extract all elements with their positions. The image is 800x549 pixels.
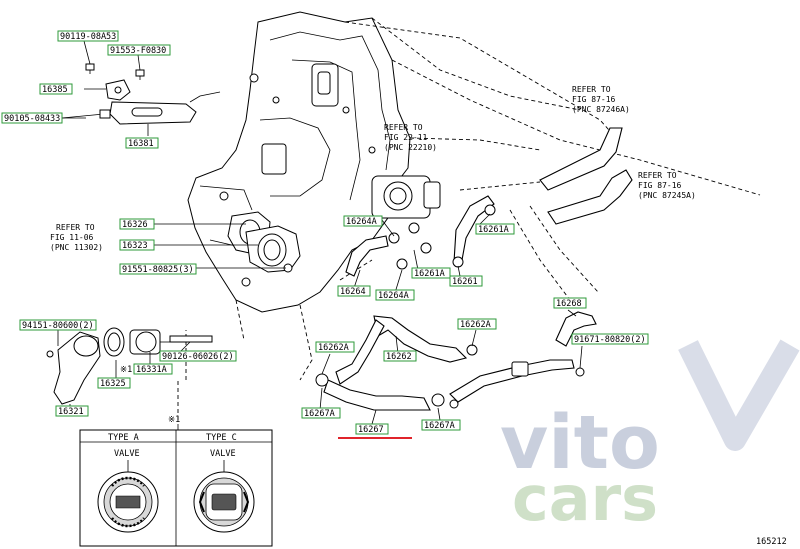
label-16262a-left[interactable]: 16262A [318, 343, 349, 353]
label-16381[interactable]: 16381 [128, 139, 154, 149]
throttle-body [371, 175, 441, 254]
refer-fig-22-11-line3: (PNC 22210) [384, 143, 437, 152]
refer-fig-87-16a-line1: REFER TO [572, 85, 611, 94]
thermostat-housing [227, 211, 301, 273]
note-star1-table: ※1 [168, 415, 180, 425]
refer-fig-11-06-line1: REFER TO [56, 223, 95, 232]
label-16261a-mid[interactable]: 16261A [414, 269, 445, 279]
label-16326[interactable]: 16326 [122, 220, 148, 230]
label-90105-08433[interactable]: 90105-08433 [4, 114, 60, 124]
label-16267[interactable]: 16267 [358, 425, 384, 435]
label-94151-80600[interactable]: 94151-80600(2) [22, 321, 94, 331]
part-labels: 90119-08A53 91553-F0830 16385 90105-0843… [1, 30, 649, 439]
label-91671-80820[interactable]: 91671-80820(2) [574, 335, 646, 345]
type-a-heading: TYPE A [108, 433, 139, 443]
valve-type-a [97, 471, 159, 533]
label-16264a-bottom[interactable]: 16264A [378, 291, 409, 301]
reference-notes: REFER TO FIG 11-06 (PNC 11302) REFER TO … [50, 85, 696, 252]
watermark-cars: cars [512, 462, 658, 535]
watermark: vito cars [500, 339, 800, 535]
valve-type-c [193, 471, 255, 533]
label-91553-f0830[interactable]: 91553-F0830 [110, 46, 166, 56]
type-table: ※1 TYPE A TYPE C VALVE VALVE [79, 415, 273, 547]
leader-lines [57, 40, 583, 425]
valve-c-label: VALVE [210, 449, 236, 459]
note-star1: ※1 [120, 365, 132, 375]
label-91551-80825[interactable]: 91551-80825(3) [122, 265, 194, 275]
label-16262a-right[interactable]: 16262A [460, 320, 491, 330]
reference-lines [177, 17, 761, 420]
figure-number: 165212 [756, 537, 787, 547]
valve-a-label: VALVE [114, 449, 140, 459]
label-16323[interactable]: 16323 [122, 241, 148, 251]
label-16267a-left[interactable]: 16267A [304, 409, 335, 419]
refer-fig-87-16b-line2: FIG 87-16 [638, 181, 682, 190]
label-16385[interactable]: 16385 [42, 85, 68, 95]
refer-fig-87-16b-line1: REFER TO [638, 171, 677, 180]
label-16264[interactable]: 16264 [340, 287, 366, 297]
label-90119-08a53[interactable]: 90119-08A53 [60, 32, 116, 42]
refer-fig-87-16b-line3: (PNC 87245A) [638, 191, 696, 200]
label-16261a-right[interactable]: 16261A [478, 225, 509, 235]
refer-fig-22-11-line2: FIG 22-11 [384, 133, 428, 142]
label-16261[interactable]: 16261 [452, 277, 478, 287]
label-90126-06026[interactable]: 90126-06026(2) [162, 352, 234, 362]
refer-fig-87-16a-line2: FIG 87-16 [572, 95, 616, 104]
label-16321[interactable]: 16321 [58, 407, 84, 417]
water-inlet [46, 327, 213, 405]
hoses [315, 127, 633, 411]
refer-fig-87-16a-line3: (PNC 87246A) [572, 105, 630, 114]
engine-block [187, 11, 411, 313]
refer-fig-22-11-line1: REFER TO [384, 123, 423, 132]
label-16267a-right[interactable]: 16267A [424, 421, 455, 431]
bracket [61, 63, 221, 125]
label-16331a[interactable]: 16331A [136, 365, 167, 375]
refer-fig-11-06-line3: (PNC 11302) [50, 243, 103, 252]
watermark-vito: vito [500, 400, 660, 486]
label-16325[interactable]: 16325 [100, 379, 126, 389]
label-16262[interactable]: 16262 [386, 352, 412, 362]
label-16264a-top[interactable]: 16264A [346, 217, 377, 227]
label-16268[interactable]: 16268 [556, 299, 582, 309]
type-c-heading: TYPE C [206, 433, 237, 443]
refer-fig-11-06-line2: FIG 11-06 [50, 233, 94, 242]
